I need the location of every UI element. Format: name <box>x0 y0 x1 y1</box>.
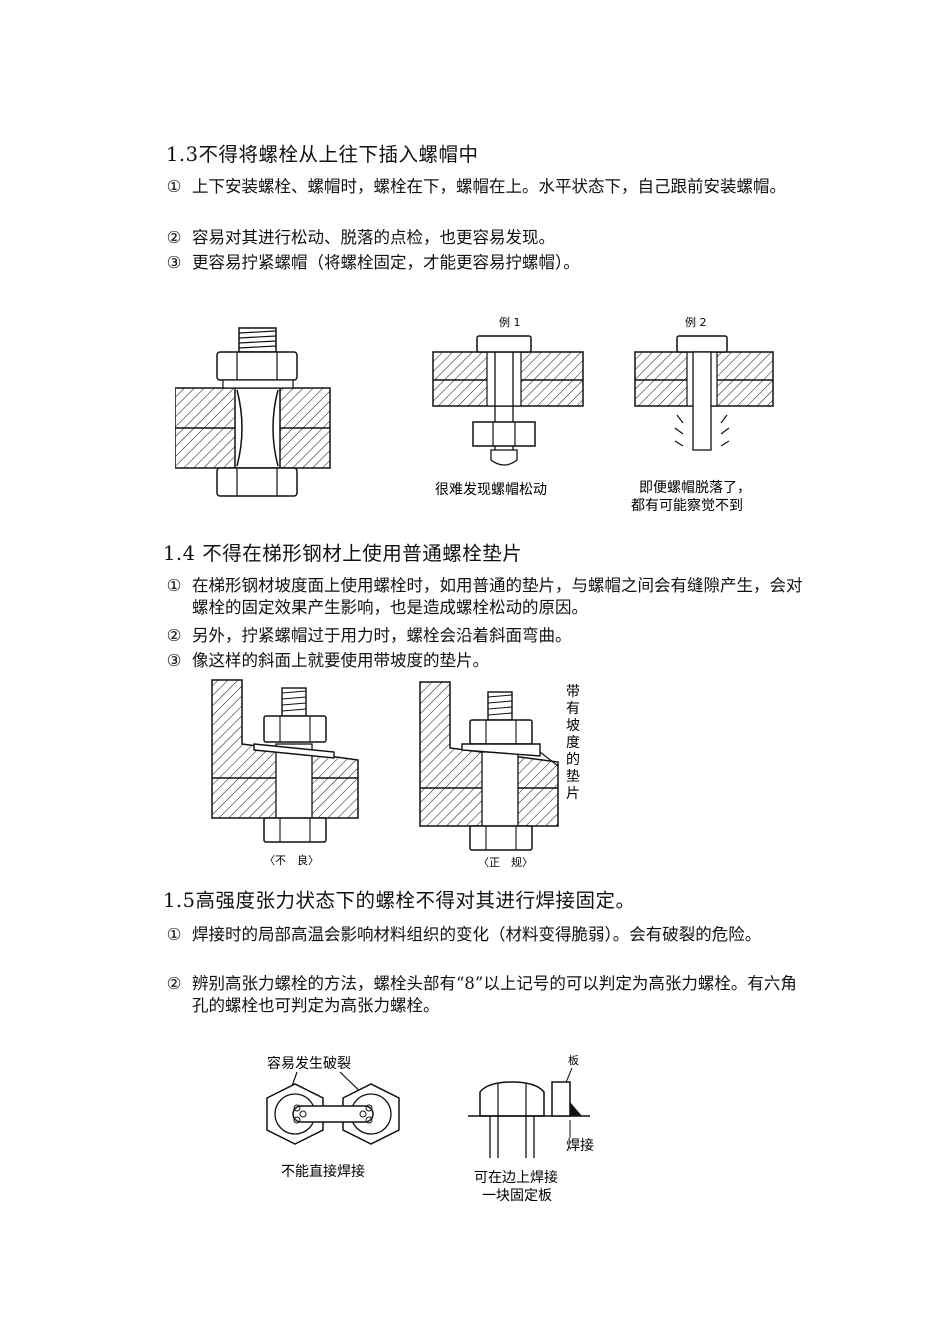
item-text: 上下安装螺栓、螺帽时，螺栓在下，螺帽在上。水平状态下，自己跟前安装螺帽。 <box>192 177 786 196</box>
item-number: ① <box>166 925 182 944</box>
example-1-label: 例 1 <box>499 315 521 329</box>
item-number: ③ <box>166 651 182 670</box>
sloped-washer-correct-illustration: 〈正 规〉 带有坡度的垫片 <box>419 681 580 869</box>
example-2-caption-line2: 都有可能察觉不到 <box>631 497 743 514</box>
item-number: ② <box>166 974 182 993</box>
item-number: ③ <box>166 253 182 272</box>
example-1-illustration: 例 1 很难发现螺帽松动 <box>432 315 584 498</box>
item-number: ① <box>166 576 182 595</box>
plain-washer-bad-illustration: 〈不 良〉 <box>211 679 359 867</box>
bad-label: 〈不 良〉 <box>264 853 319 867</box>
item-number: ② <box>166 228 182 247</box>
plate-weld-illustration: 板 焊接 可在边上焊接 一块固定板 <box>468 1053 594 1204</box>
example-2-caption-line1: 即便螺帽脱落了， <box>639 480 751 496</box>
section-heading-1-3: 1.3不得将螺栓从上往下插入螺帽中 <box>166 143 479 166</box>
crack-label: 容易发生破裂 <box>267 1055 351 1072</box>
good-label: 〈正 规〉 <box>478 855 533 869</box>
no-weld-label: 不能直接焊接 <box>281 1163 365 1180</box>
list-item: ③ 像这样的斜面上就要使用带坡度的垫片。 <box>164 650 814 672</box>
item-number: ① <box>166 177 182 196</box>
list-item: ② 辨别高张力螺栓的方法，螺栓头部有“8”以上记号的可以判定为高张力螺栓。有六角… <box>164 973 814 1017</box>
bolt-nut-correct-illustration <box>175 327 331 497</box>
list-item: ② 另外，拧紧螺帽过于用力时，螺栓会沿着斜面弯曲。 <box>164 625 814 647</box>
plate-caption-line2: 一块固定板 <box>482 1188 552 1204</box>
list-item: ② 容易对其进行松动、脱落的点检，也更容易发现。 <box>164 227 814 249</box>
item-text: 另外，拧紧螺帽过于用力时，螺栓会沿着斜面弯曲。 <box>192 626 572 645</box>
plate-label: 板 <box>568 1053 579 1067</box>
item-text: 更容易拧紧螺帽（将螺栓固定，才能更容易拧螺帽）。 <box>192 253 580 272</box>
section-heading-1-4: 1.4 不得在梯形钢材上使用普通螺栓垫片 <box>163 542 523 565</box>
item-text: 容易对其进行松动、脱落的点检，也更容易发现。 <box>192 228 555 247</box>
weld-label: 焊接 <box>566 1137 594 1154</box>
item-text: 像这样的斜面上就要使用带坡度的垫片。 <box>192 651 489 670</box>
list-item: ① 焊接时的局部高温会影响材料组织的变化（材料变得脆弱）。会有破裂的危险。 <box>164 924 814 968</box>
item-text: 辨别高张力螺栓的方法，螺栓头部有“8”以上记号的可以判定为高张力螺栓。有六角孔的… <box>192 974 797 1015</box>
item-text: 在梯形钢材坡度面上使用螺栓时，如用普通的垫片，与螺帽之间会有缝隙产生，会对螺栓的… <box>192 576 803 617</box>
list-item: ① 上下安装螺栓、螺帽时，螺栓在下，螺帽在上。水平状态下，自己跟前安装螺帽。 <box>164 176 814 220</box>
example-1-caption: 很难发现螺帽松动 <box>435 482 547 498</box>
item-number: ② <box>166 626 182 645</box>
welded-bolt-heads-illustration: 容易发生破裂 不能直接焊接 <box>266 1055 400 1180</box>
item-text: 焊接时的局部高温会影响材料组织的变化（材料变得脆弱）。会有破裂的危险。 <box>192 925 762 944</box>
list-item: ③ 更容易拧紧螺帽（将螺栓固定，才能更容易拧螺帽）。 <box>164 252 814 274</box>
sloped-washer-label: 带有坡度的垫片 <box>566 684 580 802</box>
plate-caption-line1: 可在边上焊接 <box>474 1169 558 1186</box>
example-2-illustration: 例 2 即便螺帽脱落了， 都有可能察觉不到 <box>631 315 774 514</box>
example-2-label: 例 2 <box>685 315 707 329</box>
section-heading-1-5: 1.5高强度张力状态下的螺栓不得对其进行焊接固定。 <box>163 889 636 912</box>
list-item: ① 在梯形钢材坡度面上使用螺栓时，如用普通的垫片，与螺帽之间会有缝隙产生，会对螺… <box>164 575 814 619</box>
